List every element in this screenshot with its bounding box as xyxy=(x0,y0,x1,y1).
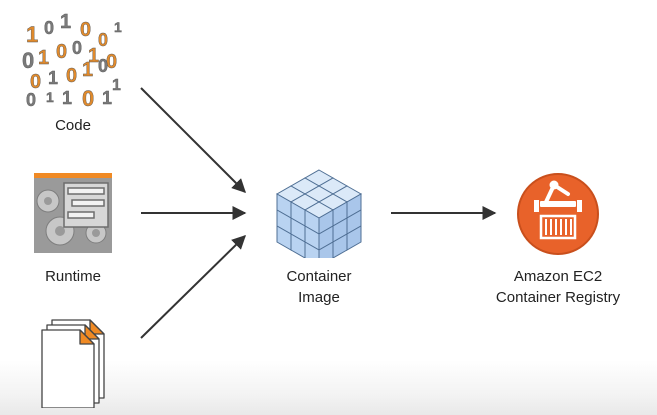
cube-cell xyxy=(318,241,334,258)
arrow-code-to-image xyxy=(140,87,246,193)
code-label: Code xyxy=(55,117,91,134)
binary-digit: 0 xyxy=(72,38,82,58)
binary-digit: 1 xyxy=(60,11,71,33)
binary-digit: 0 xyxy=(30,71,41,93)
binary-digit: 0 xyxy=(106,51,117,73)
registry-label-line1: Amazon EC2 xyxy=(513,268,603,285)
cube-cell xyxy=(290,233,306,258)
binary-digit: 1 xyxy=(82,59,93,81)
binary-digit: 0 xyxy=(82,86,94,110)
binary-digit: 0 xyxy=(98,30,108,50)
registry-label-line2: Container Registry xyxy=(495,289,621,306)
binary-digit: 1 xyxy=(114,19,122,35)
runtime-gears-icon xyxy=(34,173,112,253)
binary-digit: 1 xyxy=(26,22,38,47)
cube-cell xyxy=(304,241,320,258)
container-image-label-line1: Container xyxy=(286,268,352,285)
binary-digit: 1 xyxy=(48,68,58,88)
runtime-label: Runtime xyxy=(45,268,101,285)
registry-label: Amazon EC2 Container Registry xyxy=(478,266,638,308)
binary-digit: 0 xyxy=(66,65,77,87)
binary-digit: 0 xyxy=(56,41,67,63)
binary-digit: 0 xyxy=(80,19,91,41)
binary-digit: 1 xyxy=(46,89,54,105)
binary-digit: 0 xyxy=(26,90,36,110)
container-image-label: Container Image xyxy=(260,266,378,308)
binary-digit: 0 xyxy=(22,48,34,73)
binary-digit: 1 xyxy=(88,45,99,67)
binary-digit: 1 xyxy=(62,88,72,108)
binary-digit: 0 xyxy=(44,18,54,38)
container-image-label-line2: Image xyxy=(298,289,340,306)
document-stack-icon xyxy=(41,319,105,408)
binary-digit: 1 xyxy=(38,47,49,69)
binary-digit: 0 xyxy=(98,56,108,76)
binary-digit: 1 xyxy=(112,77,121,94)
binary-digit: 1 xyxy=(102,88,112,108)
cube-stack-icon xyxy=(275,169,363,258)
cube-cell xyxy=(346,225,362,251)
arrow-docs-to-image xyxy=(140,235,246,339)
ecr-registry-icon xyxy=(517,173,599,255)
